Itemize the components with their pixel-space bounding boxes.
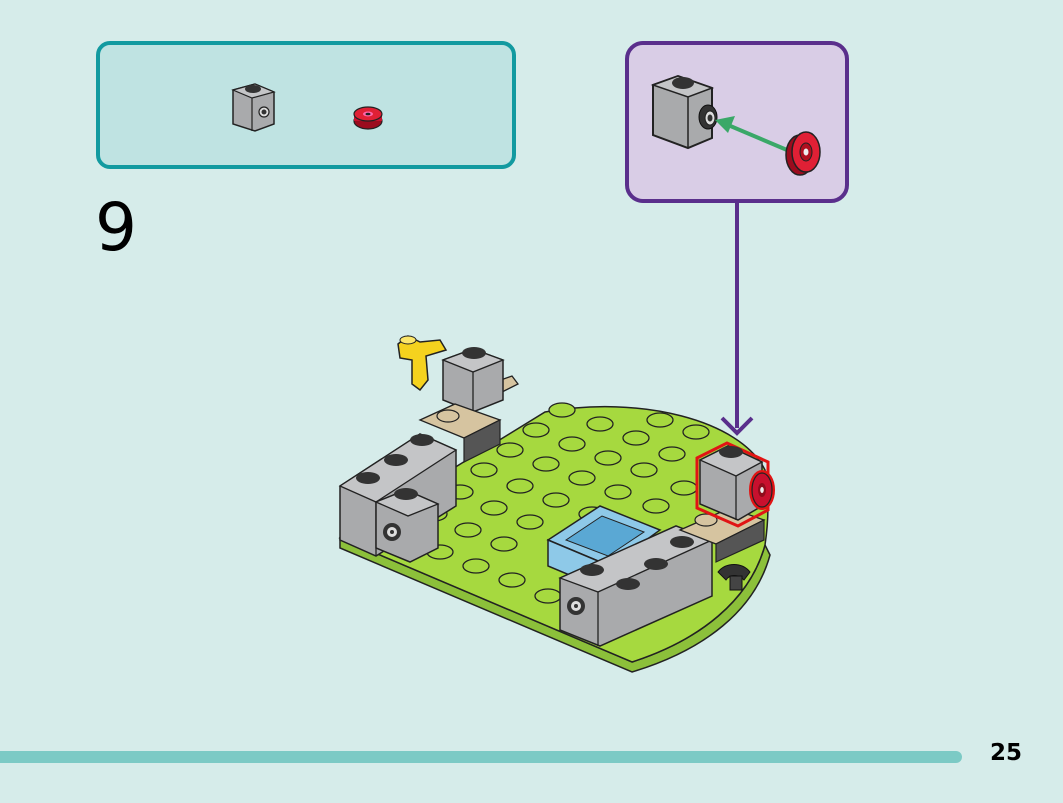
callout-gray-brick-icon (650, 74, 718, 150)
part-gray-brick-icon (231, 83, 276, 132)
callout-connector-arrow (720, 203, 754, 436)
part-red-round-plate-icon (353, 106, 383, 130)
page-progress-bar (0, 751, 962, 763)
highlighted-new-parts (695, 441, 775, 528)
page-number: 25 (990, 740, 1023, 766)
black-clip-icon (717, 564, 751, 591)
baseplate-studs (420, 402, 710, 604)
back-gray-brick (441, 347, 505, 413)
step-number: 9 (95, 189, 137, 266)
parts-list-box (96, 41, 516, 169)
callout-red-round-plate-icon (785, 131, 821, 176)
left-front-brick (374, 488, 440, 563)
yellow-faucet-icon (397, 335, 448, 392)
main-model-assembly (338, 335, 775, 673)
green-direction-arrow-icon (715, 116, 788, 152)
blue-tub (546, 505, 662, 594)
